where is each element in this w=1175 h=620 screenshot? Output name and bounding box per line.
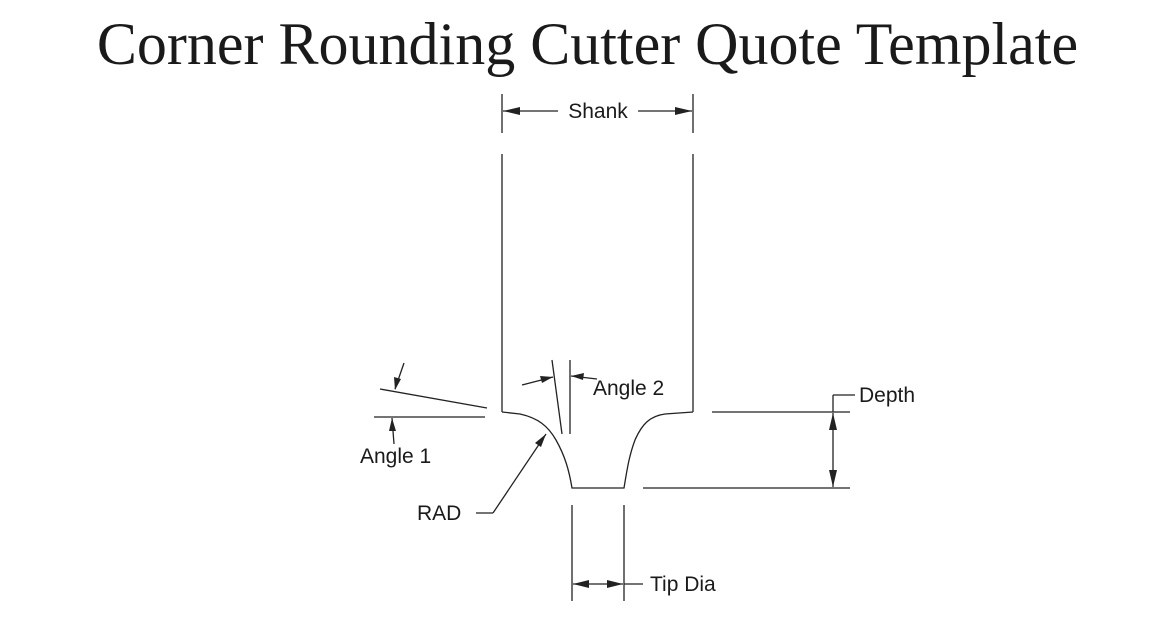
arrow-head: [389, 418, 396, 431]
arrow-head: [571, 373, 584, 380]
tip-dia-dimension: Tip Dia: [571, 505, 716, 601]
depth-label: Depth: [859, 384, 915, 407]
shank-label: Shank: [568, 100, 628, 123]
shank-dimension: Shank: [501, 94, 694, 133]
arrow-head: [829, 413, 837, 430]
depth-dimension: Depth: [643, 384, 915, 489]
angle-1-slope-line: [379, 388, 488, 409]
rad-leader-diagonal: [492, 433, 547, 514]
angle-2-label: Angle 2: [593, 377, 664, 400]
tip-dia-label: Tip Dia: [650, 573, 716, 596]
angle-1-dimension: Angle 1: [360, 362, 488, 468]
angle-1-label: Angle 1: [360, 445, 431, 468]
angle-2-slope-line: [551, 359, 563, 435]
arrow-head: [675, 107, 692, 115]
arrow-head: [503, 107, 520, 115]
arrow-head: [394, 377, 401, 390]
arrow-head: [573, 580, 589, 588]
page-title: Corner Rounding Cutter Quote Template: [96, 11, 1079, 77]
rad-callout: RAD: [417, 433, 547, 525]
angle-2-dimension: Angle 2: [521, 359, 664, 435]
rad-label: RAD: [417, 502, 461, 525]
cutter-profile: [501, 411, 694, 489]
cutter-outline: [501, 154, 694, 489]
arrow-head: [607, 580, 623, 588]
arrow-head: [540, 376, 553, 383]
arrow-head: [535, 434, 546, 447]
arrow-head: [829, 470, 837, 487]
